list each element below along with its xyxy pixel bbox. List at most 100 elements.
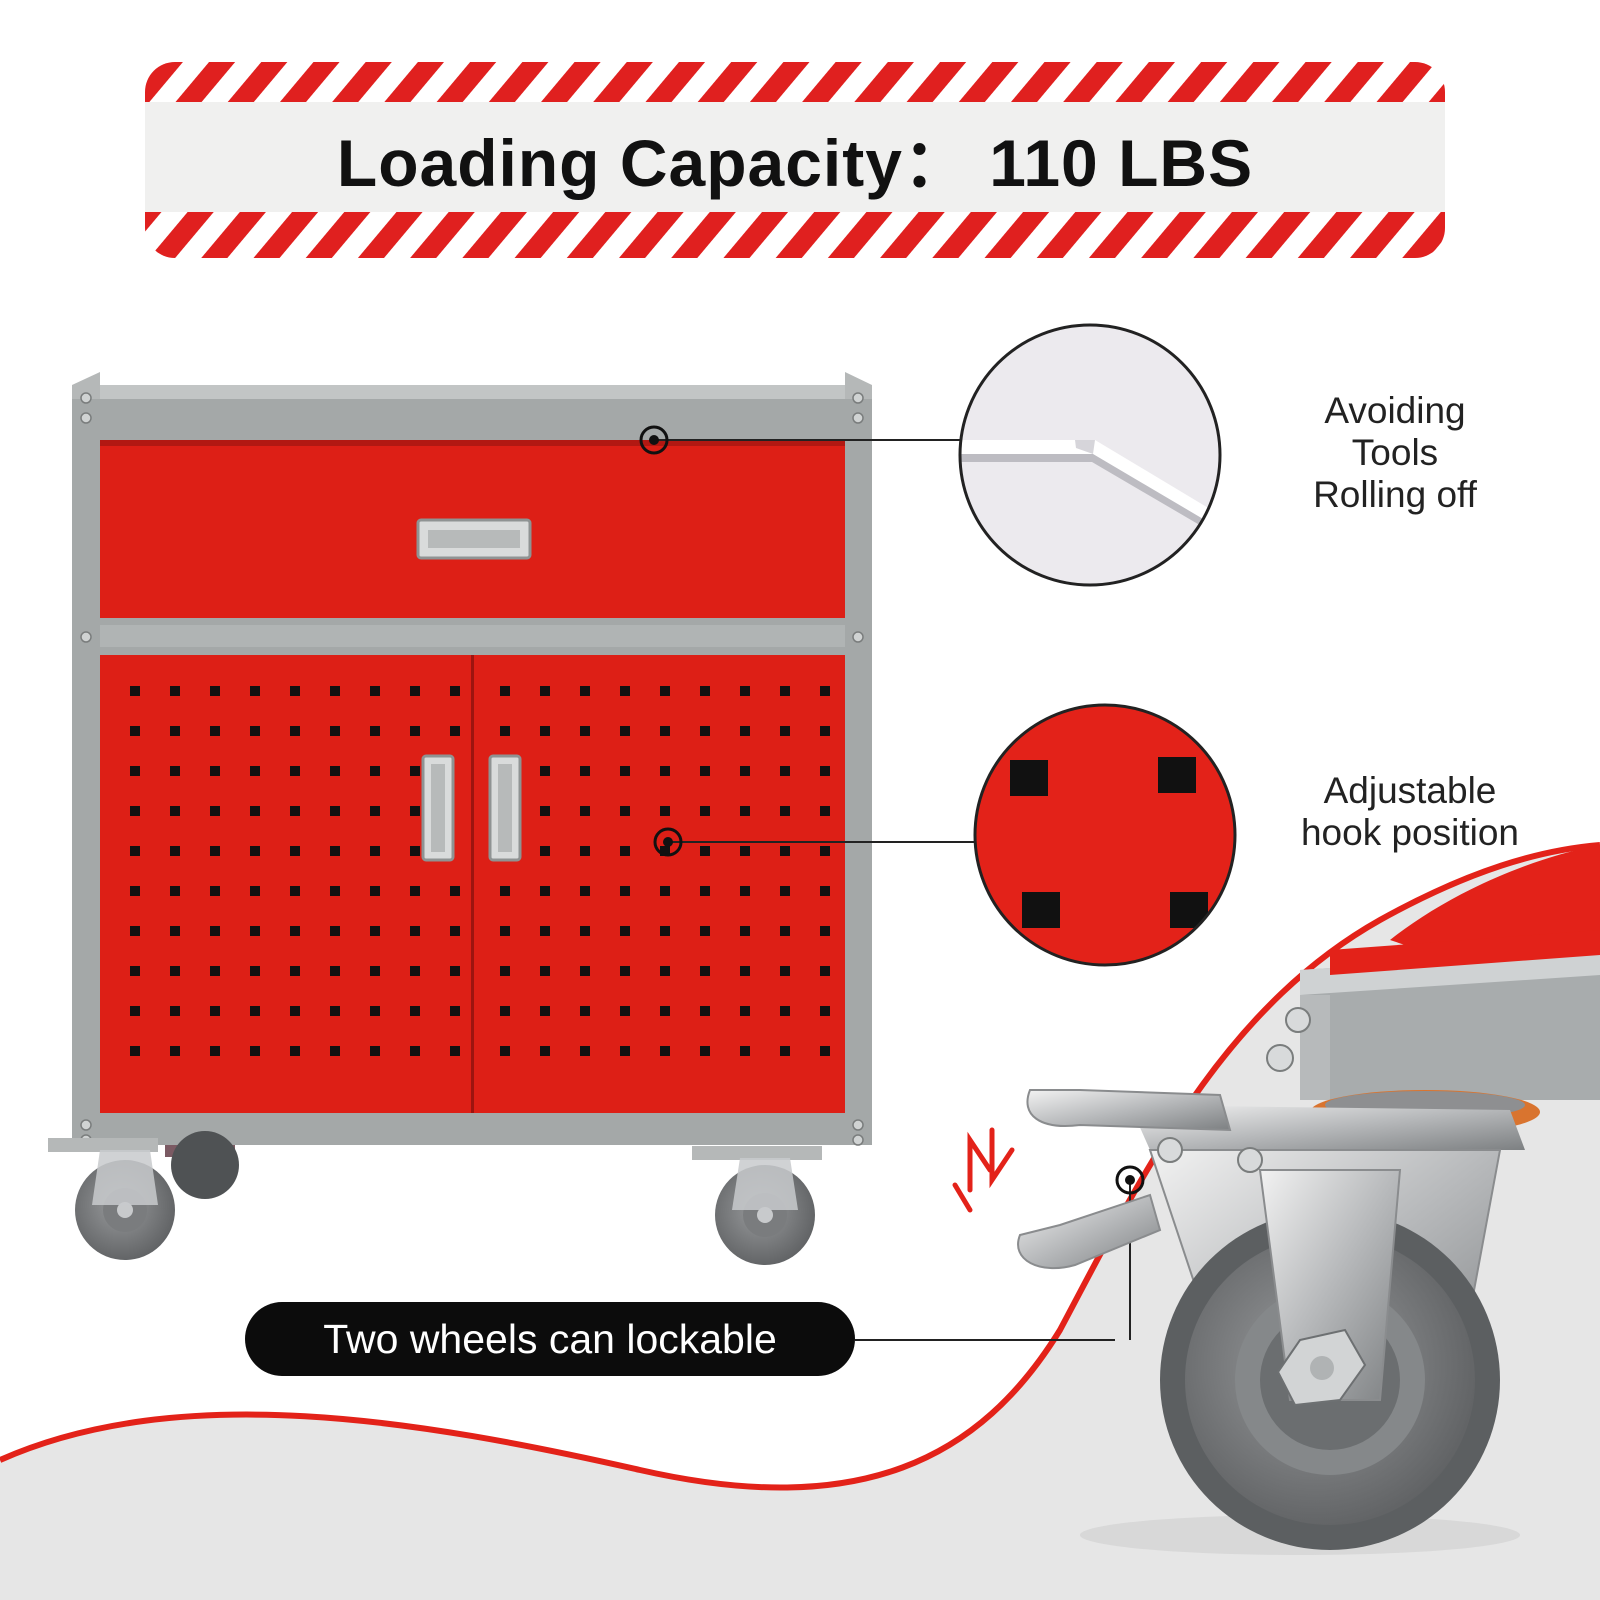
pegboard-hole: [290, 806, 300, 816]
pegboard-hole: [210, 966, 220, 976]
pegboard-hole: [700, 846, 710, 856]
pegboard-hole: [580, 726, 590, 736]
pegboard-hole: [290, 926, 300, 936]
pegboard-hole: [330, 1046, 340, 1056]
detail-circle-pegboard: [973, 703, 1237, 967]
pegboard-hole: [820, 966, 830, 976]
pegboard-hole: [540, 926, 550, 936]
pegboard-hole: [660, 766, 670, 776]
pegboard-hole: [780, 686, 790, 696]
pegboard-hole: [780, 886, 790, 896]
feature-label-line: hook position: [1300, 812, 1520, 853]
pegboard-hole: [290, 966, 300, 976]
pegboard-hole: [130, 766, 140, 776]
pegboard-hole: [250, 726, 260, 736]
pegboard-hole: [700, 966, 710, 976]
pegboard-hole: [660, 886, 670, 896]
pegboard-hole: [370, 846, 380, 856]
pegboard-hole: [290, 846, 300, 856]
pegboard-hole: [170, 726, 180, 736]
pegboard-hole: [820, 766, 830, 776]
callout-markers: [639, 425, 1145, 1195]
pegboard-hole: [660, 1006, 670, 1016]
pegboard-hole: [330, 966, 340, 976]
pegboard-hole: [580, 806, 590, 816]
warning-stripe-banner: [145, 62, 1445, 258]
pegboard-hole: [210, 806, 220, 816]
pegboard-hole: [370, 1006, 380, 1016]
pegboard-hole: [250, 886, 260, 896]
pegboard-hole: [330, 766, 340, 776]
pegboard-hole: [700, 926, 710, 936]
pegboard-hole: [290, 1006, 300, 1016]
pegboard-hole: [660, 926, 670, 936]
pegboard-hole: [290, 1046, 300, 1056]
pegboard-hole: [580, 1006, 590, 1016]
pegboard-hole: [660, 806, 670, 816]
pegboard-hole: [700, 886, 710, 896]
pegboard-hole: [620, 806, 630, 816]
pegboard-hole: [820, 726, 830, 736]
pegboard-hole: [410, 806, 420, 816]
feature-label-line: Tools: [1351, 432, 1439, 473]
pegboard-hole: [540, 966, 550, 976]
pegboard-hole: [740, 726, 750, 736]
pegboard-hole: [620, 846, 630, 856]
pegboard-hole: [410, 926, 420, 936]
pegboard-hole: [700, 1046, 710, 1056]
pegboard-hole: [130, 926, 140, 936]
pegboard-hole: [540, 726, 550, 736]
pegboard-hole: [660, 966, 670, 976]
pegboard-hole: [780, 926, 790, 936]
pegboard-hole: [780, 806, 790, 816]
feature-label-hook: Adjustable hook position: [1270, 770, 1550, 854]
wheel-lock-callout: Two wheels can lockable: [245, 1302, 855, 1376]
pegboard-hole: [170, 886, 180, 896]
pegboard-hole: [540, 1046, 550, 1056]
pegboard-hole: [740, 1046, 750, 1056]
pegboard-hole: [170, 806, 180, 816]
pegboard-hole: [330, 686, 340, 696]
pegboard-hole: [580, 1046, 590, 1056]
pegboard-hole: [330, 926, 340, 936]
pegboard-hole: [540, 846, 550, 856]
pegboard-hole: [700, 686, 710, 696]
pegboard-hole: [370, 966, 380, 976]
detail-circle-raised-edge: [958, 323, 1222, 587]
pegboard-hole: [130, 686, 140, 696]
pegboard-hole: [660, 726, 670, 736]
pegboard-hole: [450, 886, 460, 896]
pegboard-hole: [250, 846, 260, 856]
pegboard-hole: [170, 1046, 180, 1056]
pegboard-hole: [500, 1006, 510, 1016]
pegboard-hole: [540, 766, 550, 776]
pegboard-hole: [210, 1006, 220, 1016]
pegboard-hole: [210, 766, 220, 776]
pegboard-hole: [130, 1006, 140, 1016]
pegboard-hole: [250, 806, 260, 816]
pegboard-hole: [780, 1046, 790, 1056]
pegboard-hole: [500, 726, 510, 736]
pegboard-hole: [660, 846, 670, 856]
pegboard-hole: [250, 966, 260, 976]
pegboard-hole: [780, 966, 790, 976]
pegboard-hole: [820, 846, 830, 856]
pegboard-hole: [370, 1046, 380, 1056]
pegboard-hole: [290, 726, 300, 736]
pegboard-hole: [210, 1046, 220, 1056]
pegboard-hole: [540, 686, 550, 696]
feature-label-edge: Avoiding Tools Rolling off: [1265, 390, 1525, 516]
tool-cabinet-illustration: [48, 372, 872, 1265]
pegboard-hole: [370, 886, 380, 896]
pegboard-hole: [410, 686, 420, 696]
pegboard-hole: [130, 726, 140, 736]
pegboard-hole: [620, 886, 630, 896]
pegboard-hole: [780, 846, 790, 856]
pegboard-hole: [290, 766, 300, 776]
pegboard-hole: [210, 726, 220, 736]
pegboard-hole: [410, 1046, 420, 1056]
pegboard-hole: [130, 1046, 140, 1056]
pegboard-hole: [660, 686, 670, 696]
pegboard-hole: [450, 1046, 460, 1056]
